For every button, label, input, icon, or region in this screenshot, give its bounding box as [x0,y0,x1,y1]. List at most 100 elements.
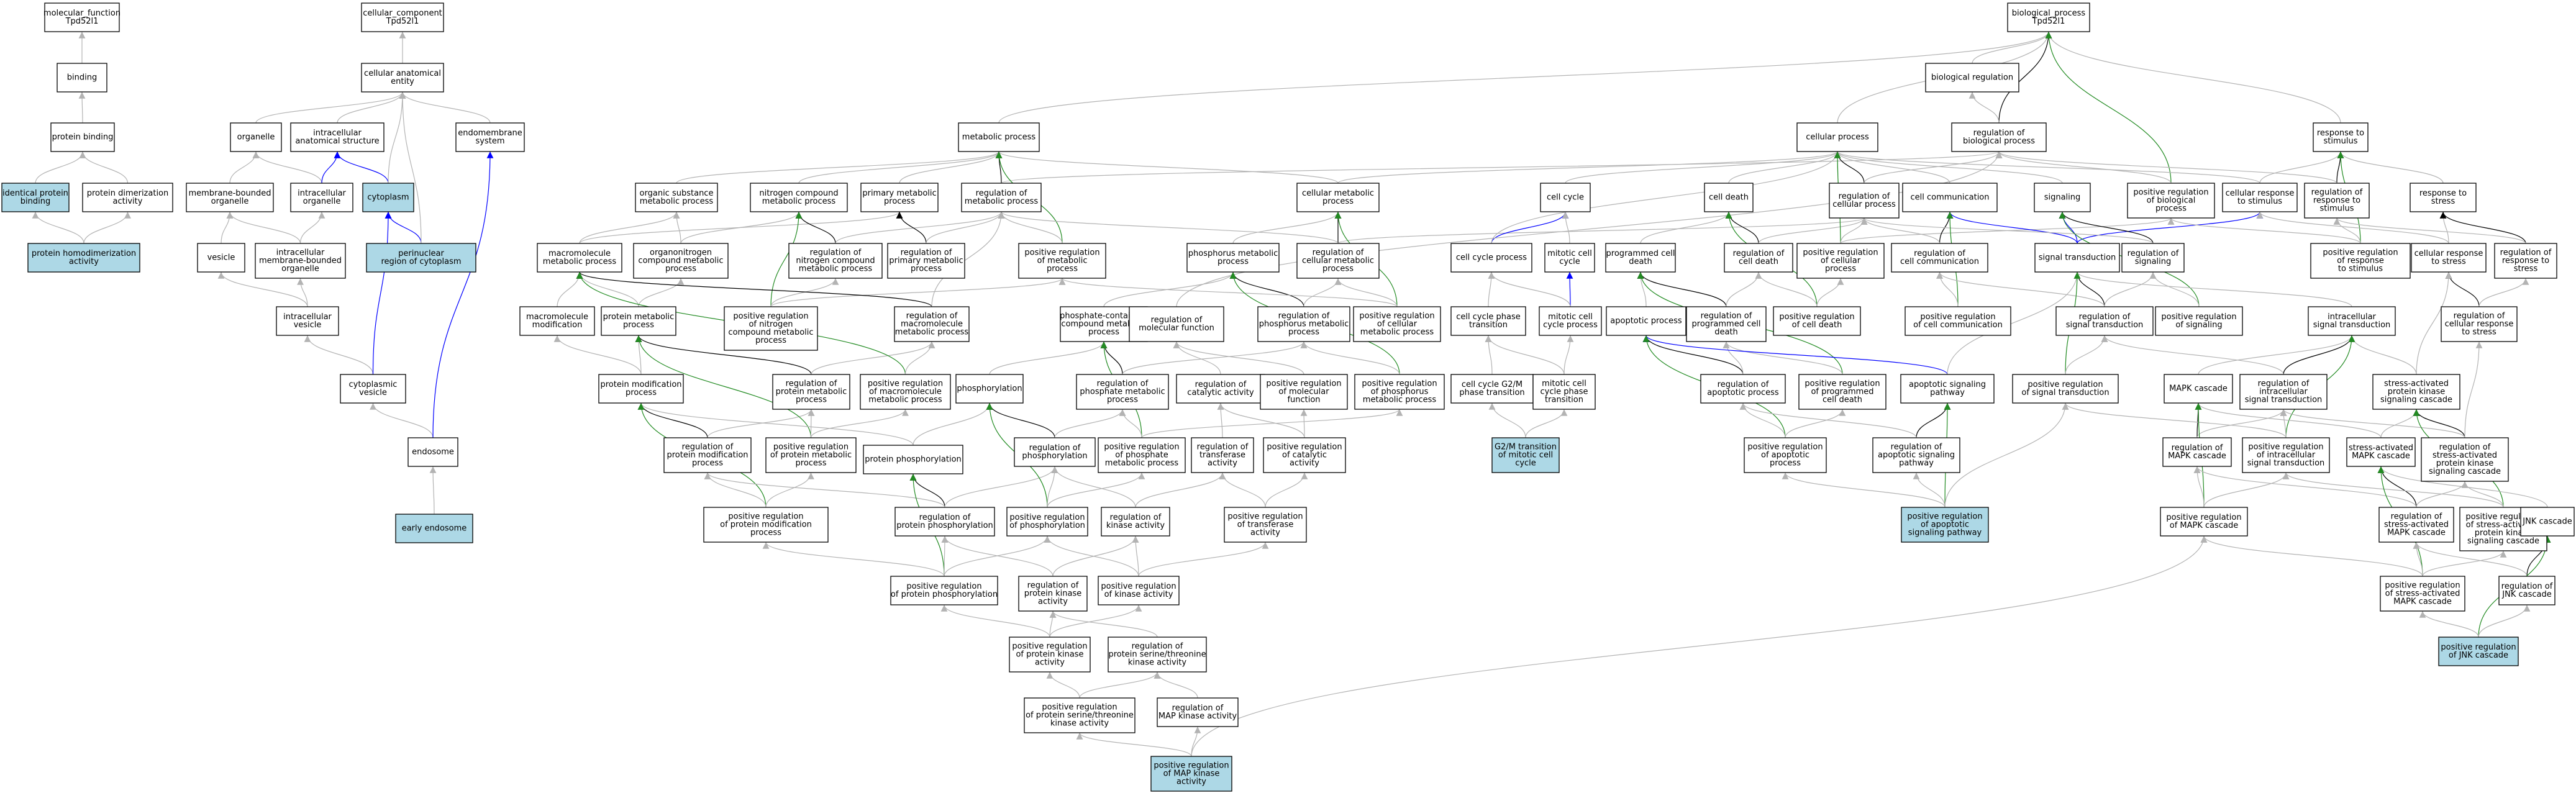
go-term-node[interactable]: apoptotic process [1606,306,1686,336]
go-term-node[interactable]: endosome [407,437,458,467]
go-term-node[interactable]: protein binding [50,122,115,152]
go-term-node[interactable]: organelle [230,122,282,152]
go-term-node[interactable]: MAPK cascade [2164,374,2233,404]
go-term-node[interactable]: binding [57,63,107,93]
go-term-node[interactable]: biological regulation [1925,63,2019,93]
go-term-node[interactable]: early endosome [395,514,473,543]
go-term-node[interactable]: cell cycle process [1450,243,1532,273]
go-term-node[interactable]: cytoplasm [362,183,414,212]
go-term-node[interactable]: signaling [2034,183,2091,212]
go-term-node[interactable]: cell death [1704,183,1754,212]
go-term-node[interactable]: JNK cascade [2520,507,2575,537]
go-term-node[interactable]: phosphorylation [955,374,1024,404]
go-term-node[interactable]: cellular process [1796,122,1878,152]
go-term-node[interactable]: metabolic process [958,122,1040,152]
go-term-node[interactable]: cell communication [1902,183,1998,212]
